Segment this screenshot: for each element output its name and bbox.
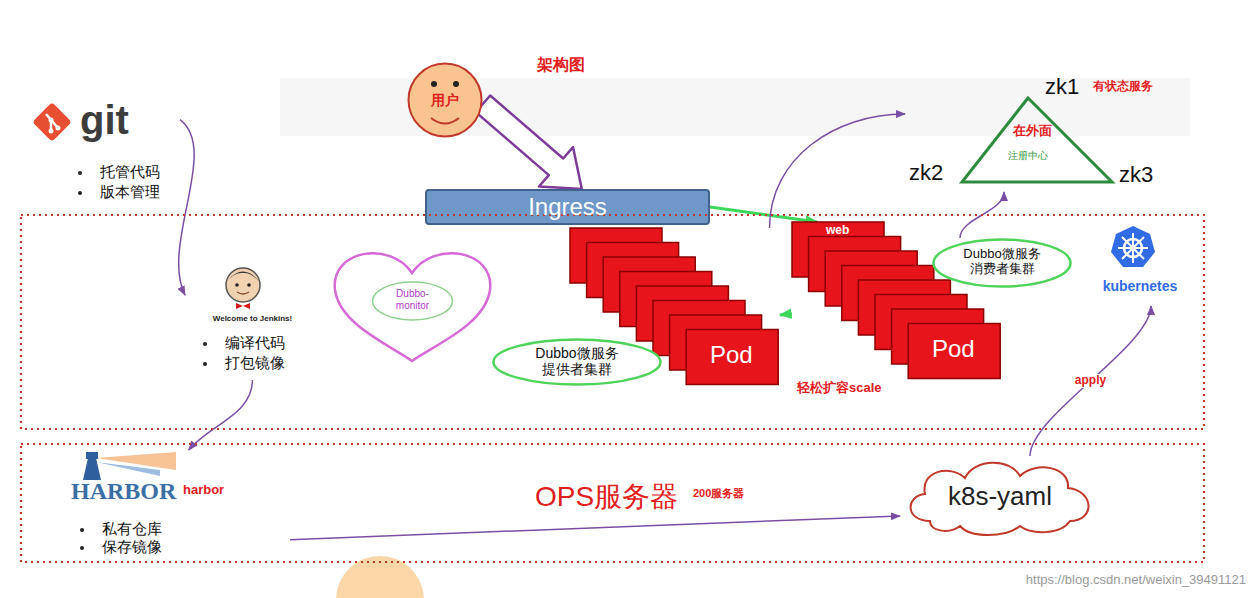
ingress-bar: Ingress	[425, 189, 710, 225]
traffic-arrow	[780, 314, 792, 315]
user-circle: 用户	[407, 62, 483, 138]
registry-label: 注册中心	[1008, 150, 1048, 162]
monitor-heart: Dubbo-monitor	[330, 245, 495, 363]
monitor-label: Dubbo-monitor	[388, 288, 438, 311]
bullet-item: 托管代码	[100, 163, 160, 180]
user-label: 用户	[407, 92, 483, 108]
harbor-lighthouse-icon	[83, 452, 176, 480]
bullet-item: 版本管理	[100, 183, 160, 200]
region-note: 200服务器	[693, 487, 744, 500]
jenkins-icon	[226, 268, 260, 309]
scale-note: 轻松扩容scale	[797, 381, 882, 396]
zk-node-label: zk1	[1045, 74, 1079, 99]
ingress-label: Ingress	[425, 193, 710, 221]
edge-label: apply	[1073, 374, 1108, 388]
ops-region: OPS服务器 200服务器 HARBOR harbor 私有仓库保存镜像 k8s-yaml	[20, 443, 1205, 563]
note-label: 在外面	[1013, 124, 1052, 139]
bullet-item: 私有仓库	[102, 520, 162, 537]
git-block: git 托管代码版本管理	[25, 95, 180, 207]
harbor-label: harbor	[183, 483, 224, 498]
note-label: 有状态服务	[1093, 80, 1153, 94]
bullet-item: 编译代码	[225, 334, 285, 351]
watermark: https://blog.csdn.net/weixin_39491121	[1026, 573, 1246, 588]
yaml-cloud: k8s-yaml	[900, 456, 1100, 536]
cloud-label: k8s-yaml	[900, 482, 1100, 512]
kubernetes-icon	[1111, 226, 1155, 267]
pod-label: Pod	[710, 341, 753, 369]
flow-arrow	[1030, 306, 1151, 456]
zk-triangle: zk1 有状态服务在外面注册中心 zk2 zk3	[905, 72, 1180, 192]
flow-arrow	[179, 120, 194, 295]
diagram-title: 架构图	[537, 56, 585, 74]
flow-arrow	[189, 380, 253, 450]
bullet-item: 保存镜像	[102, 538, 162, 555]
flow-arrow	[770, 114, 906, 228]
logo-text: HARBOR	[71, 478, 176, 506]
logo-text: kubernetes	[1085, 278, 1195, 294]
harbor-block: HARBOR harbor 私有仓库保存镜像	[65, 450, 290, 558]
cluster-ellipse: Dubbo微服务提供者集群	[492, 338, 662, 386]
cluster-label: Dubbo微服务提供者集群	[531, 345, 623, 377]
logo-caption: Welcome to Jenkins!	[185, 314, 320, 323]
bullet-item: 打包镜像	[225, 354, 285, 371]
pod-label: Pod	[932, 335, 975, 363]
cluster-label: Dubbo微服务消费者集群	[960, 247, 1044, 277]
kubernetes-logo: kubernetes	[1085, 226, 1195, 306]
flow-arrow	[476, 96, 582, 190]
web-label: web	[826, 224, 849, 238]
git-icon	[32, 102, 72, 142]
k8s-region: Welcome to Jenkins! 编译代码打包镜像 Dubbo-monitor…	[20, 214, 1205, 430]
flow-arrow	[290, 516, 900, 540]
zk-node-label: zk2	[909, 160, 943, 185]
logo-text: git	[80, 97, 129, 143]
zk-node-label: zk3	[1119, 162, 1153, 187]
region-title: OPS服务器	[535, 481, 678, 513]
jenkins-block: Welcome to Jenkins! 编译代码打包镜像	[185, 262, 320, 380]
cluster-ellipse: Dubbo微服务消费者集群	[932, 238, 1072, 288]
